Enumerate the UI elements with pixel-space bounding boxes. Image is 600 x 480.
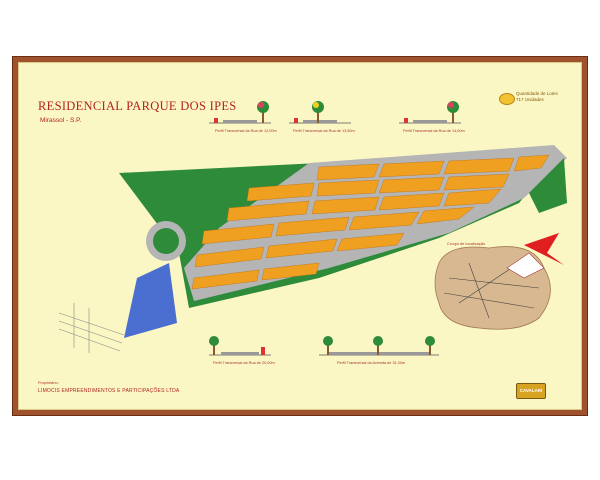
map-board: RESIDENCIAL PARQUE DOS IPES Mirassol - S… [18, 62, 582, 410]
profile-label-3: Perfil Transversal da Rua de 14,00m [403, 129, 465, 133]
bottom-profiles [209, 336, 439, 356]
profile-label-4: Perfil Transversal da Rua de 20,00m [213, 361, 275, 365]
owner-label: Proprietário: [38, 381, 59, 385]
site-plan [58, 101, 567, 356]
profile-label-5: Perfil Transversal da Avenida de 31,00m [337, 361, 406, 365]
lot-count-icon [499, 93, 515, 105]
map-frame: RESIDENCIAL PARQUE DOS IPES Mirassol - S… [12, 56, 588, 416]
top-profiles [209, 101, 461, 124]
company-logo: CAVALARI [516, 383, 546, 399]
lake [124, 263, 177, 338]
profile-label-1: Perfil Transversal da Rua de 12,00m [215, 129, 277, 133]
lot-count-title: Quantidade de Lotes [516, 91, 558, 96]
adjacent-lots [58, 303, 125, 353]
subdivision-plan [58, 145, 567, 353]
map-title: RESIDENCIAL PARQUE DOS IPES [38, 99, 237, 113]
location-marker-icon [524, 233, 564, 265]
lot-count-label: Quantidade de Lotes 717 Unidades [516, 91, 558, 103]
location-inset [434, 233, 564, 330]
location-inset-label: Croqui de localização [447, 241, 486, 246]
owner-name: LIMOCIS EMPREENDIMENTOS E PARTICIPAÇÕES … [38, 388, 180, 394]
map-city: Mirassol - S.P. [40, 117, 82, 124]
lot-blocks [191, 154, 550, 290]
profile-label-2: Perfil Transversal da Rua de 13,50m [293, 129, 355, 133]
lot-count-value: 717 Unidades [516, 97, 544, 102]
